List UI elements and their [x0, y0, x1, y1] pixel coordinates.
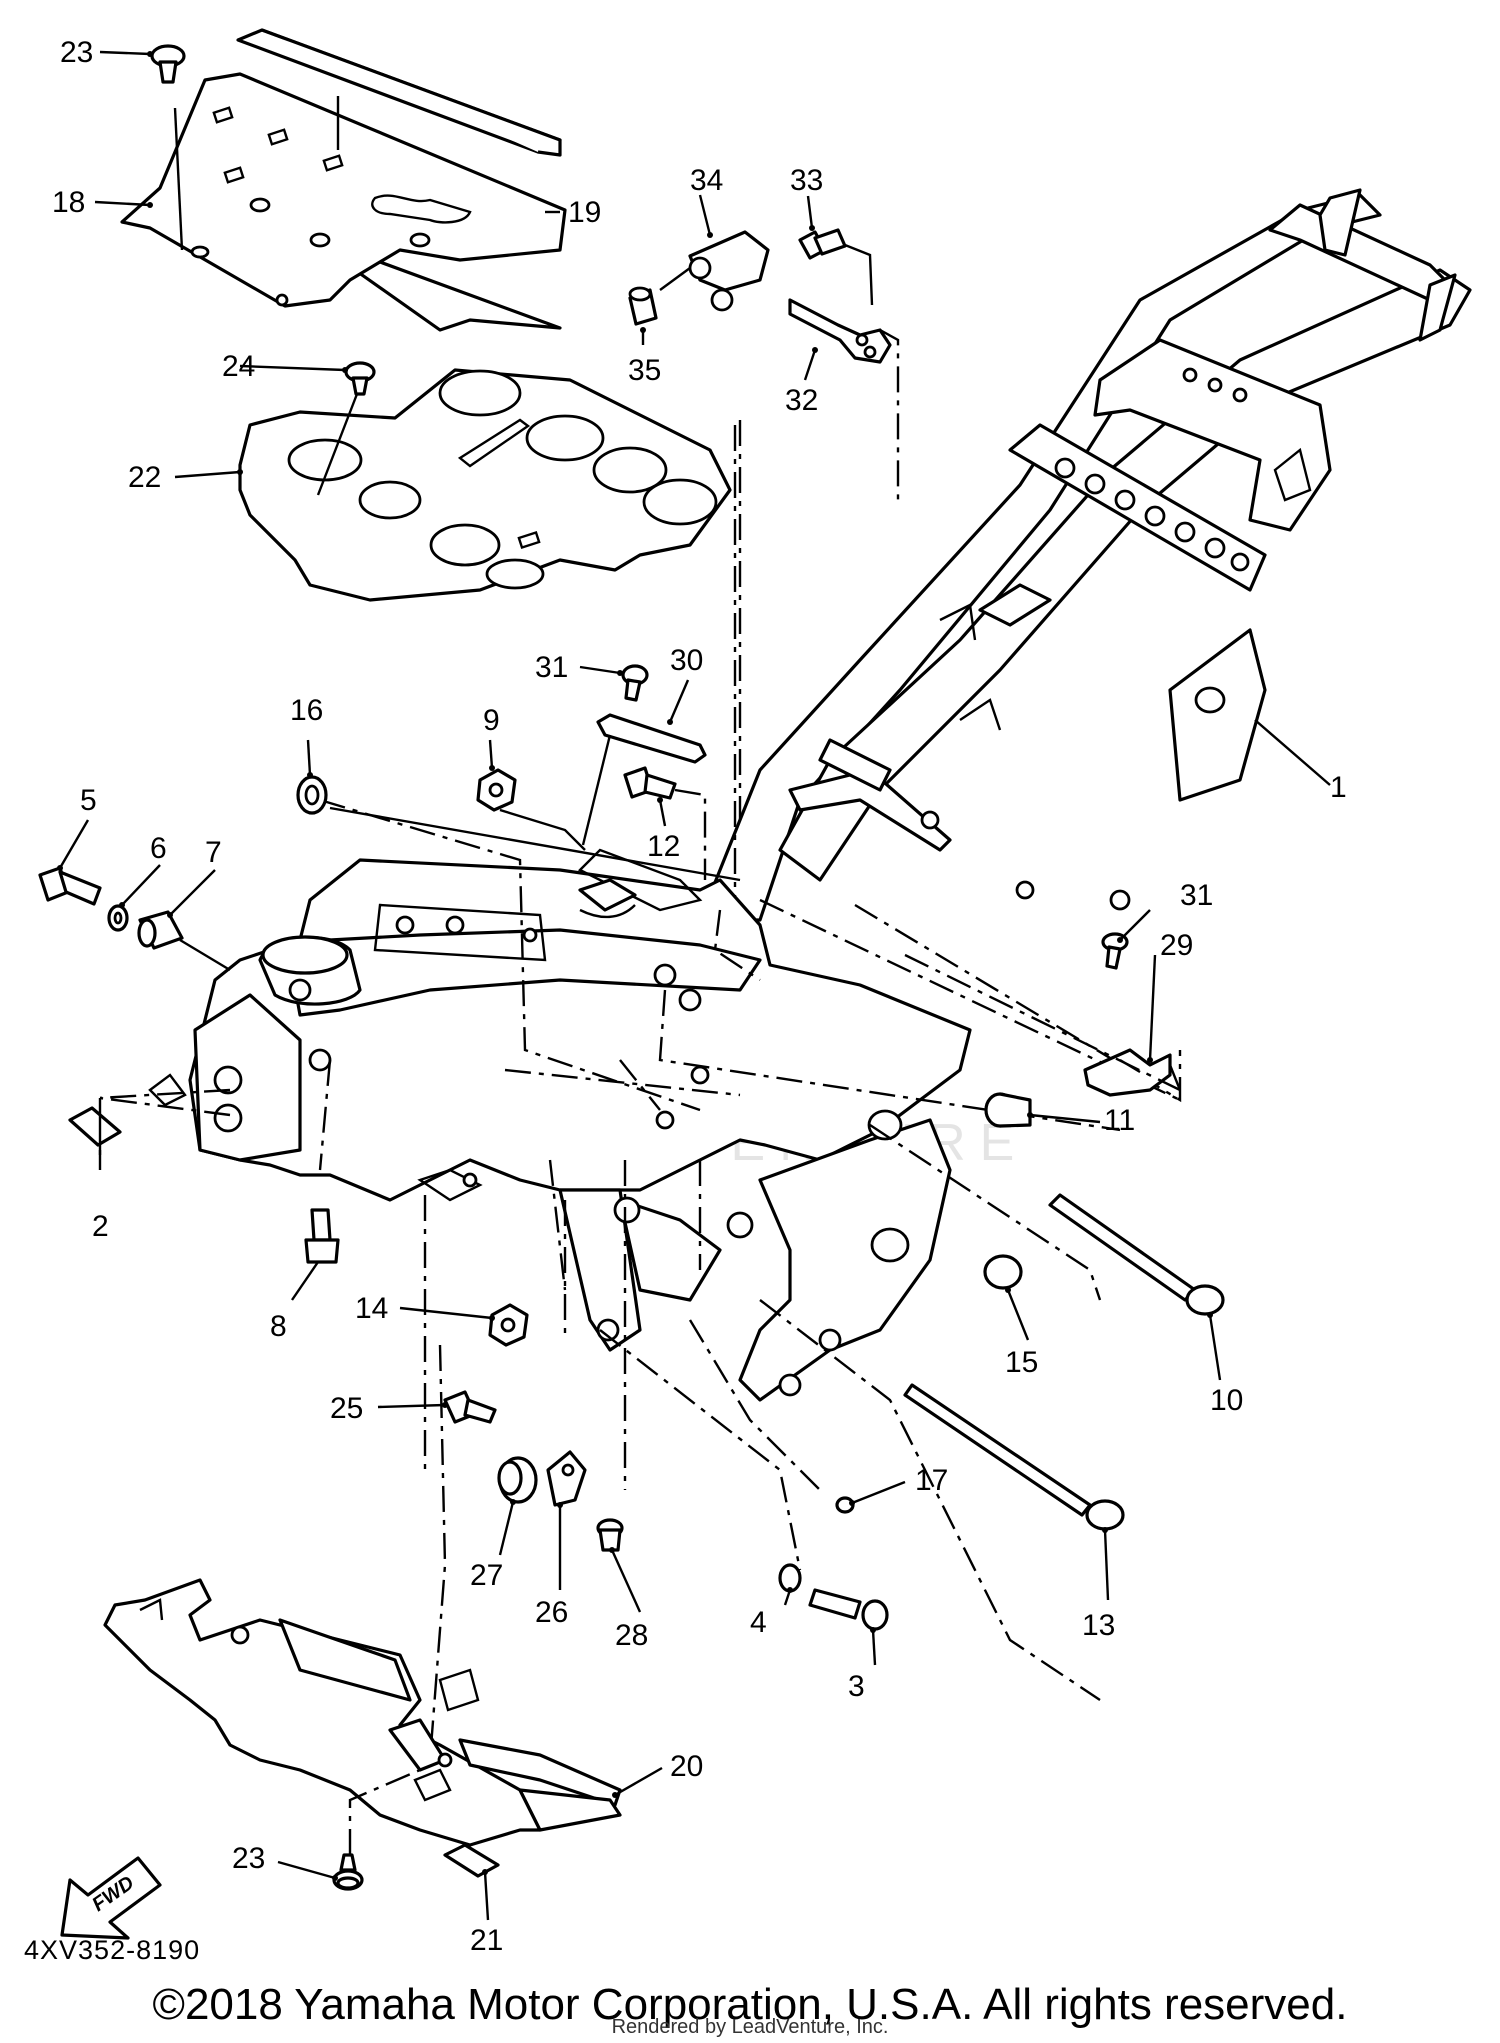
callout-11: 11 [1104, 1104, 1135, 1137]
part-31-screw-upper [621, 664, 649, 702]
part-9-nut [476, 768, 517, 812]
callout-22: 22 [128, 461, 161, 494]
diagram-code: 4XV352-8190 [24, 1935, 201, 1965]
part-12-bolt [623, 766, 677, 800]
callout-10: 10 [1210, 1384, 1243, 1417]
callout-32: 32 [785, 384, 818, 417]
callout-20: 20 [670, 1750, 703, 1783]
callout-14: 14 [355, 1292, 388, 1325]
part-5-bolt [38, 866, 102, 906]
callout-labels: 1 2 3 4 5 6 7 8 9 10 11 12 13 14 15 16 1… [52, 36, 1347, 1957]
callout-19: 19 [568, 196, 601, 229]
part-23-rivet-bottom [332, 1853, 364, 1891]
callout-25: 25 [330, 1392, 363, 1425]
callout-31-lower: 31 [1180, 879, 1213, 912]
callout-17: 17 [915, 1464, 948, 1497]
part-27-grommet [497, 1456, 538, 1504]
part-35-collar [628, 286, 658, 326]
part-32-plate [788, 298, 892, 364]
callout-15: 15 [1005, 1346, 1038, 1379]
part-33-bolt [798, 228, 847, 260]
part-6-washer [107, 904, 129, 932]
callout-7: 7 [205, 836, 222, 869]
part-30-bracket [596, 713, 707, 764]
part-16-collar [296, 775, 328, 815]
fwd-arrow-icon: FWD [60, 1856, 162, 1940]
callout-21: 21 [470, 1924, 503, 1957]
callout-34: 34 [690, 164, 723, 197]
part-15-cap [983, 1254, 1023, 1290]
leader-lines [57, 50, 1222, 1921]
part-3-bolt [808, 1588, 889, 1631]
callout-9: 9 [483, 704, 500, 737]
part-31-screw-lower [1101, 932, 1129, 970]
callout-18: 18 [52, 186, 85, 219]
part-14-nut [488, 1303, 529, 1347]
main-frame [148, 848, 972, 1402]
part-8-bolt [304, 1208, 340, 1264]
callout-35: 35 [628, 354, 661, 387]
callout-33: 33 [790, 164, 823, 197]
part-22-engine-plate [238, 368, 732, 602]
callout-30: 30 [670, 644, 703, 677]
callout-26: 26 [535, 1596, 568, 1629]
callout-13: 13 [1082, 1609, 1115, 1642]
part-34-bracket [688, 230, 770, 312]
callout-2: 2 [92, 1210, 109, 1243]
callout-1: 1 [1330, 771, 1347, 804]
callout-6: 6 [150, 832, 167, 865]
part-11-collar [984, 1092, 1032, 1128]
part-13-long-bolt [903, 1383, 1125, 1531]
part-28-collar [596, 1518, 624, 1552]
callout-24: 24 [222, 350, 255, 383]
rendered-by-note: Rendered by LeadVenture, Inc. [611, 2016, 889, 2038]
copyright-notice: ©2018 Yamaha Motor Corporation, U.S.A. A… [152, 1980, 1348, 2029]
part-2-pad [68, 1106, 122, 1147]
callout-16: 16 [290, 694, 323, 727]
callout-23-bottom: 23 [232, 1842, 265, 1875]
callout-5: 5 [80, 784, 97, 817]
part-25-bolt [443, 1390, 497, 1424]
part-7-collar [137, 910, 184, 950]
part-1-rear-frame [698, 188, 1472, 922]
callout-12: 12 [647, 830, 680, 863]
part-10-long-bolt [1048, 1193, 1225, 1316]
part-19-rails [236, 28, 562, 332]
part-18-cover-plate [120, 72, 567, 308]
part-20-undercover [103, 1578, 622, 1847]
callout-29: 29 [1160, 929, 1193, 962]
callout-28: 28 [615, 1619, 648, 1652]
callout-31-upper: 31 [535, 651, 568, 684]
callout-4: 4 [750, 1606, 767, 1639]
part-26-bracket [546, 1450, 587, 1507]
callout-23-top: 23 [60, 36, 93, 69]
part-21-pad [443, 1843, 500, 1878]
callout-8: 8 [270, 1310, 287, 1343]
part-23-rivet-top [150, 44, 186, 84]
callout-27: 27 [470, 1559, 503, 1592]
callout-3: 3 [848, 1670, 865, 1703]
part-24-rivet [344, 361, 376, 396]
